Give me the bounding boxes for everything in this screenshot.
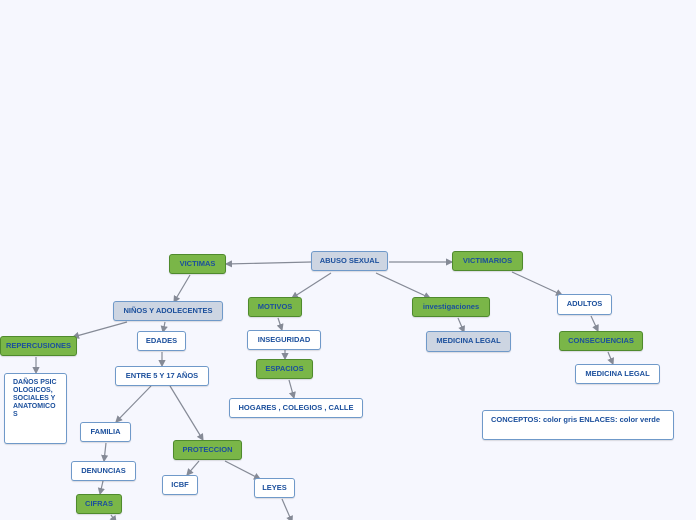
edge-proteccion-leyes bbox=[224, 460, 262, 480]
edge-consecuencias-medicina bbox=[607, 351, 615, 366]
node-entre-5-17[interactable]: ENTRE 5 Y 17 AÑOS bbox=[115, 366, 209, 386]
edge-espacios-hogares bbox=[288, 379, 296, 400]
edge-proteccion-icbf bbox=[186, 460, 200, 476]
node-victimarios[interactable]: VICTIMARIOS bbox=[452, 251, 523, 271]
edge-ninos-edades bbox=[160, 321, 168, 334]
edge-victimarios-adultos bbox=[511, 271, 564, 296]
node-leyes[interactable]: LEYES bbox=[254, 478, 295, 498]
edge-denuncias-cifras bbox=[97, 480, 105, 496]
node-abuso-sexual[interactable]: ABUSO SEXUAL bbox=[311, 251, 388, 271]
node-medicina-legal-1[interactable]: MEDICINA LEGAL bbox=[426, 331, 511, 352]
edge-victimas-ninos bbox=[173, 274, 191, 304]
node-ninos-adolecentes[interactable]: NIÑOS Y ADOLECENTES bbox=[113, 301, 223, 321]
node-proteccion[interactable]: PROTECCION bbox=[173, 440, 242, 460]
edge-investigaciones-medicina bbox=[457, 317, 465, 334]
edge-adultos-consecuencias bbox=[590, 315, 599, 333]
edge-abuso-investigaciones bbox=[375, 272, 432, 299]
node-espacios[interactable]: ESPACIOS bbox=[256, 359, 313, 379]
node-denuncias[interactable]: DENUNCIAS bbox=[71, 461, 136, 481]
edge-abuso-motivos bbox=[290, 272, 332, 299]
node-consecuencias[interactable]: CONSECUENCIAS bbox=[559, 331, 643, 351]
node-hogares[interactable]: HOGARES , COLEGIOS , CALLE bbox=[229, 398, 363, 418]
node-edades[interactable]: EDADES bbox=[137, 331, 186, 351]
edge-entre-familia bbox=[115, 385, 152, 423]
node-cifras[interactable]: CIFRAS bbox=[76, 494, 122, 514]
node-investigaciones[interactable]: investigaciones bbox=[412, 297, 490, 317]
node-repercusiones[interactable]: REPERCUSIONES bbox=[0, 336, 77, 356]
node-adultos[interactable]: ADULTOS bbox=[557, 294, 612, 315]
edge-entre-proteccion bbox=[169, 385, 204, 442]
node-danos[interactable]: DAÑOS PSICOLOGICOS, SOCIALES Y ANATOMICO… bbox=[4, 373, 67, 444]
edge-familia-denuncias bbox=[101, 442, 109, 463]
node-legend[interactable]: CONCEPTOS: color gris ENLACES: color ver… bbox=[482, 410, 674, 440]
edge-ninos-repercusiones bbox=[71, 321, 128, 339]
node-familia[interactable]: FAMILIA bbox=[80, 422, 131, 442]
node-medicina-legal-2[interactable]: MEDICINA LEGAL bbox=[575, 364, 660, 384]
edge-motivos-inseguridad bbox=[276, 317, 284, 332]
node-motivos[interactable]: MOTIVOS bbox=[248, 297, 302, 317]
edge-cifras-down bbox=[109, 514, 117, 520]
node-icbf[interactable]: ICBF bbox=[162, 475, 198, 495]
node-inseguridad[interactable]: INSEGURIDAD bbox=[247, 330, 321, 350]
edge-abuso-victimas bbox=[224, 260, 312, 268]
edge-leyes-down bbox=[281, 498, 293, 520]
node-victimas[interactable]: VICTIMAS bbox=[169, 254, 226, 274]
